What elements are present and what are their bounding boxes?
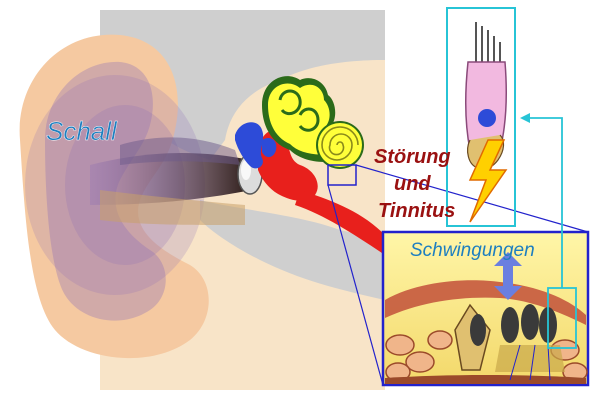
hair-cell-nucleus (478, 109, 496, 127)
basilar-membrane (385, 375, 586, 384)
ossicle-detail (262, 138, 277, 158)
up-down-arrow-icon (494, 252, 522, 300)
support-cells (385, 330, 588, 382)
eustachian-tube (295, 190, 385, 255)
zoom-source-box (327, 164, 357, 186)
connector-arrowhead (520, 113, 530, 123)
canal-loop-2 (298, 107, 320, 132)
eardrum-highlight (241, 160, 251, 180)
ossicles (235, 122, 264, 169)
label-sound: Schall (46, 116, 118, 146)
sound-cone-shadow (120, 137, 240, 165)
nerve-fibers (509, 344, 551, 381)
canal-loop-1 (278, 89, 302, 116)
label-disorder-line3: Tinnitus (378, 200, 455, 222)
cochlea (318, 123, 362, 167)
sound-cone (90, 153, 252, 205)
label-disorder-line2: und (394, 173, 431, 195)
hair-cells-zoomed (454, 303, 565, 372)
label-vibrations: Schwingungen (410, 240, 535, 261)
lightning-icon (468, 139, 508, 223)
zoom-line-top (355, 164, 589, 233)
cochlea-spiral (321, 126, 359, 161)
stereocilia (475, 22, 501, 62)
hair-cell-frame (446, 7, 516, 227)
bone-lower (200, 200, 385, 300)
cyan-connector-arrow-icon (528, 117, 563, 288)
ear-canal (100, 190, 245, 225)
tectorial-membrane (385, 280, 586, 325)
zoom-line-bottom (327, 184, 384, 386)
label-disorder-line1: Störung (374, 146, 451, 168)
